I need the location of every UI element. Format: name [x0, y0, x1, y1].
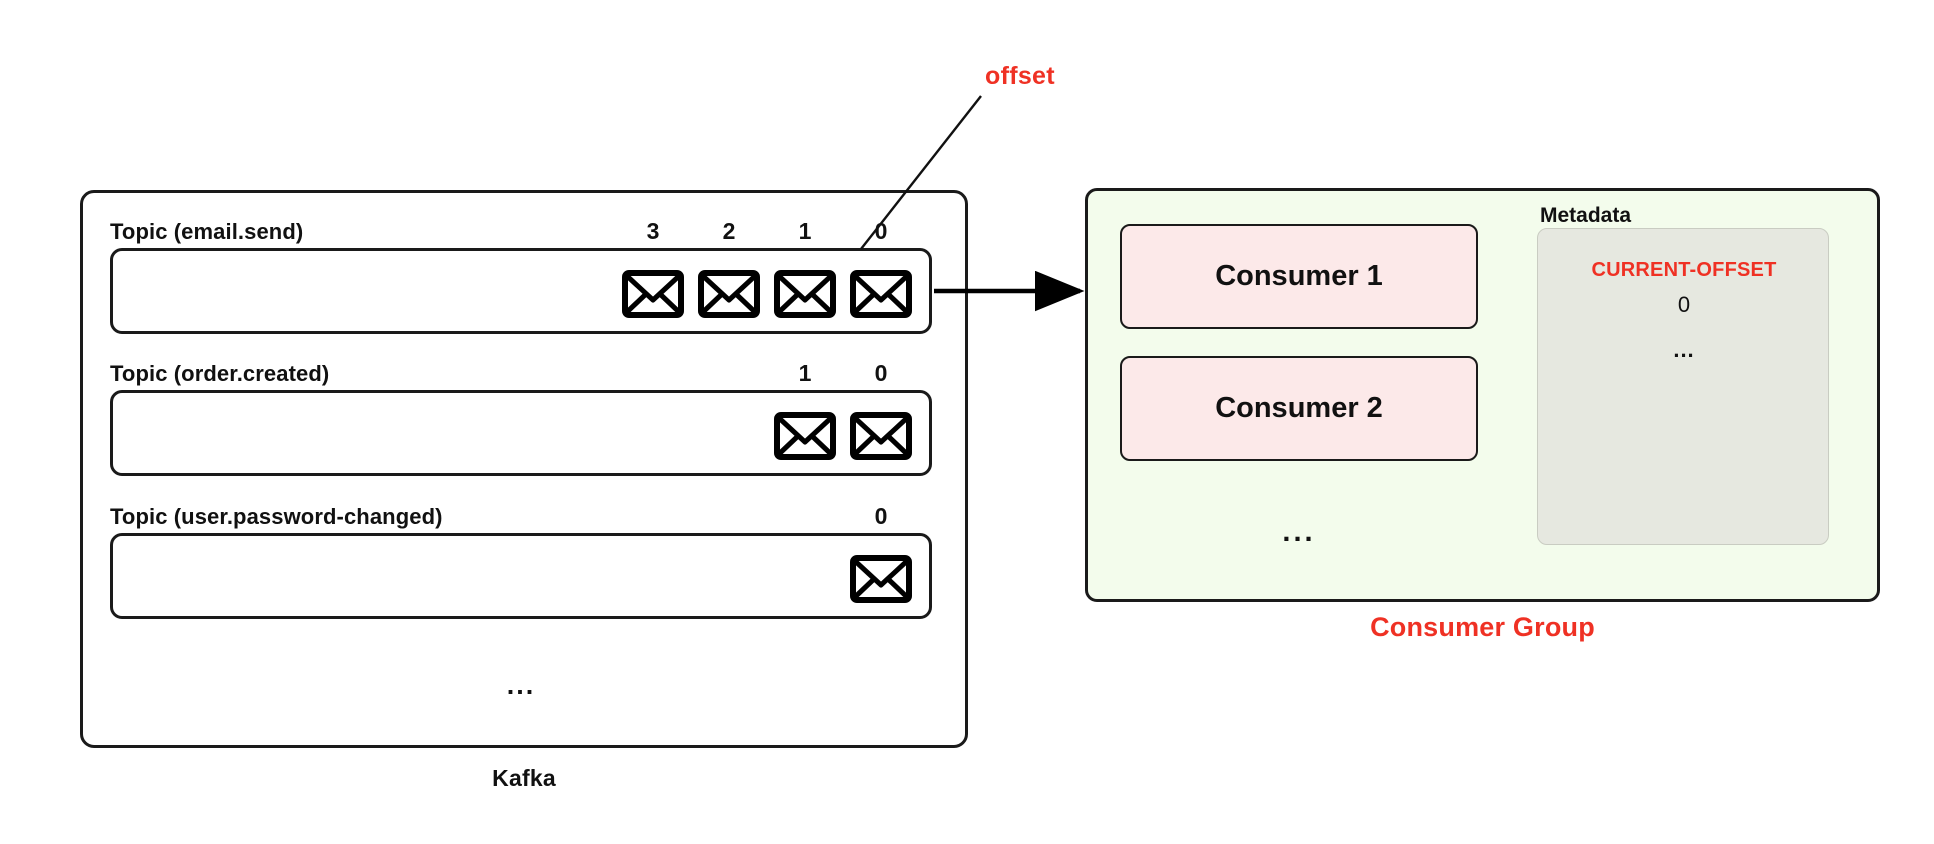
envelope-icon [774, 412, 836, 460]
kafka-cluster-label: Kafka [492, 765, 556, 791]
message-strip-order-created: 1 0 [767, 362, 919, 479]
message-cell[interactable]: 1 [767, 220, 843, 337]
consumer-group-label: Consumer Group [1370, 612, 1595, 642]
consumer-group-more-ellipsis: ... [1282, 516, 1316, 548]
topic-row-user-password-changed: 0 [110, 505, 932, 622]
topic-title-email-send: Topic (email.send) [110, 219, 304, 244]
message-offset-label: 1 [798, 360, 812, 386]
envelope-icon [698, 270, 760, 318]
envelope-icon [850, 555, 912, 603]
topic-row-order-created: 1 0 [110, 362, 932, 479]
message-offset-label: 1 [798, 218, 812, 244]
message-cell[interactable]: 0 [843, 220, 919, 337]
envelope-icon [850, 270, 912, 318]
message-offset-label: 3 [646, 218, 660, 244]
kafka-more-topics-ellipsis: ... [506, 670, 536, 700]
message-cell[interactable]: 3 [615, 220, 691, 337]
message-strip-user-password-changed: 0 [843, 505, 919, 622]
topic-title-user-password-changed: Topic (user.password-changed) [110, 504, 443, 529]
message-offset-label: 0 [874, 218, 888, 244]
metadata-box: CURRENT-OFFSET 0 ... [1537, 228, 1829, 545]
consumer-box-1[interactable]: Consumer 1 [1120, 224, 1478, 329]
envelope-icon [774, 270, 836, 318]
offset-callout-label: offset [985, 62, 1055, 90]
message-cell[interactable]: 0 [843, 505, 919, 622]
message-cell[interactable]: 0 [843, 362, 919, 479]
consumer-box-2[interactable]: Consumer 2 [1120, 356, 1478, 461]
message-offset-label: 2 [722, 218, 736, 244]
envelope-icon [850, 412, 912, 460]
message-strip-email-send: 3 2 1 [615, 220, 919, 337]
message-cell[interactable]: 1 [767, 362, 843, 479]
message-offset-label: 0 [874, 503, 888, 529]
message-offset-label: 0 [874, 360, 888, 386]
metadata-current-offset-value: 0 [1677, 292, 1691, 317]
metadata-more-ellipsis: ... [1673, 337, 1695, 362]
topic-row-email-send: 3 2 1 [110, 220, 932, 337]
message-cell[interactable]: 2 [691, 220, 767, 337]
envelope-icon [622, 270, 684, 318]
topic-title-order-created: Topic (order.created) [110, 361, 330, 386]
metadata-current-offset-key: CURRENT-OFFSET [1591, 259, 1777, 281]
metadata-title: Metadata [1540, 204, 1632, 227]
